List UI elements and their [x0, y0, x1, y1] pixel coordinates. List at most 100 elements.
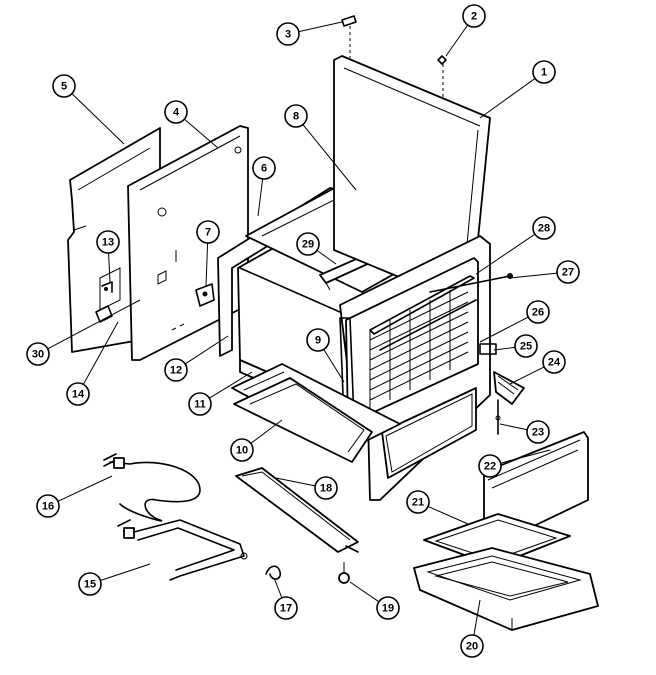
callout-number: 14 — [72, 389, 85, 401]
callout-number: 18 — [320, 483, 332, 495]
callout-circle — [514, 334, 538, 358]
callout-number: 19 — [382, 603, 394, 615]
part-latch-rod — [495, 399, 501, 435]
callout-number: 26 — [532, 307, 544, 319]
callout-circle — [532, 60, 556, 84]
callout-leader-line — [509, 272, 558, 279]
callout-circle — [376, 596, 400, 620]
callout-circle — [188, 392, 212, 416]
callout-number: 30 — [32, 349, 44, 361]
part-sensor — [101, 281, 113, 293]
callout-leader-line — [57, 475, 113, 502]
callout-number: 11 — [194, 399, 206, 411]
callout-circle — [252, 156, 276, 180]
part-front-frame — [339, 235, 491, 501]
callout-number: 15 — [84, 579, 96, 591]
callout-number: 12 — [170, 365, 182, 377]
callout-17: 17 — [273, 577, 298, 620]
callout-number: 24 — [548, 357, 561, 369]
callout-27: 27 — [509, 260, 580, 284]
callout-number: 6 — [261, 163, 267, 175]
callout-10: 10 — [230, 419, 283, 462]
part-burner-tray — [233, 377, 373, 463]
callout-circle — [78, 572, 102, 596]
callout-number: 9 — [315, 335, 321, 347]
callout-leader-line — [509, 366, 545, 385]
callout-number: 3 — [285, 29, 291, 41]
callout-leader-line — [475, 233, 536, 275]
callout-9: 9 — [306, 328, 345, 383]
callout-25: 25 — [493, 334, 538, 358]
callout-leader-line — [82, 321, 119, 385]
callout-leader-line — [479, 78, 536, 119]
callout-number: 4 — [173, 107, 180, 119]
callout-6: 6 — [252, 156, 276, 217]
callout-30: 30 — [26, 299, 141, 366]
callout-23: 23 — [499, 420, 550, 444]
callout-circle — [526, 300, 550, 324]
callout-number: 5 — [61, 81, 67, 93]
callout-circle — [526, 420, 550, 444]
callout-leader-line — [250, 419, 283, 444]
callout-circle — [460, 634, 484, 658]
callout-15: 15 — [78, 563, 151, 596]
callout-14: 14 — [66, 321, 119, 406]
callout-4: 4 — [164, 100, 219, 149]
callout-circle — [276, 22, 300, 46]
callout-7: 7 — [196, 220, 220, 287]
callout-number: 7 — [205, 227, 211, 239]
callout-leader-line — [257, 178, 264, 217]
callout-leader-line — [323, 349, 345, 383]
part-clip — [338, 562, 350, 584]
callout-leader-line — [275, 477, 316, 487]
callout-number: 8 — [293, 111, 299, 123]
callout-circle — [230, 438, 254, 462]
callout-number: 17 — [280, 603, 292, 615]
callout-leader-line — [71, 93, 125, 145]
callout-circle — [406, 490, 430, 514]
callout-22: 22 — [478, 449, 551, 478]
callout-leader-line — [473, 599, 481, 636]
callout-circle — [196, 220, 220, 244]
callout-circle — [164, 100, 188, 124]
callout-leader-line — [316, 249, 337, 265]
callout-circle — [462, 4, 486, 28]
callout-number: 22 — [484, 461, 496, 473]
callout-layer: 1234567891011121314151617181920212223242… — [26, 4, 580, 658]
callout-20: 20 — [460, 599, 484, 658]
callout-18: 18 — [275, 476, 338, 500]
callout-circle — [52, 74, 76, 98]
callout-24: 24 — [509, 350, 566, 385]
callout-circle — [478, 454, 502, 478]
callout-number: 27 — [562, 267, 574, 279]
callout-number: 16 — [42, 501, 54, 513]
callout-number: 21 — [412, 497, 424, 509]
callout-leader-line — [184, 335, 229, 365]
callout-16: 16 — [36, 475, 113, 518]
callout-11: 11 — [188, 371, 253, 416]
part-broil-element — [117, 519, 248, 581]
callout-leader-line — [205, 242, 209, 287]
callout-circle — [36, 494, 60, 518]
part-spring — [265, 565, 282, 580]
part-bracket — [95, 305, 113, 323]
callout-circle — [274, 596, 298, 620]
callout-leader-line — [100, 563, 151, 581]
callout-leader-line — [184, 118, 219, 149]
callout-1: 1 — [479, 60, 556, 119]
callout-circle — [164, 358, 188, 382]
callout-number: 23 — [532, 427, 544, 439]
callout-19: 19 — [349, 581, 400, 620]
callout-2: 2 — [445, 4, 486, 57]
callout-12: 12 — [164, 335, 229, 382]
callout-21: 21 — [406, 490, 469, 525]
callout-number: 2 — [471, 11, 477, 23]
part-latch — [493, 371, 525, 405]
callout-3: 3 — [276, 21, 343, 46]
callout-leader-line — [500, 449, 551, 464]
callout-circle — [296, 232, 320, 256]
part-bake-element — [103, 453, 201, 522]
callout-number: 1 — [541, 67, 547, 79]
part-rod — [429, 273, 513, 293]
